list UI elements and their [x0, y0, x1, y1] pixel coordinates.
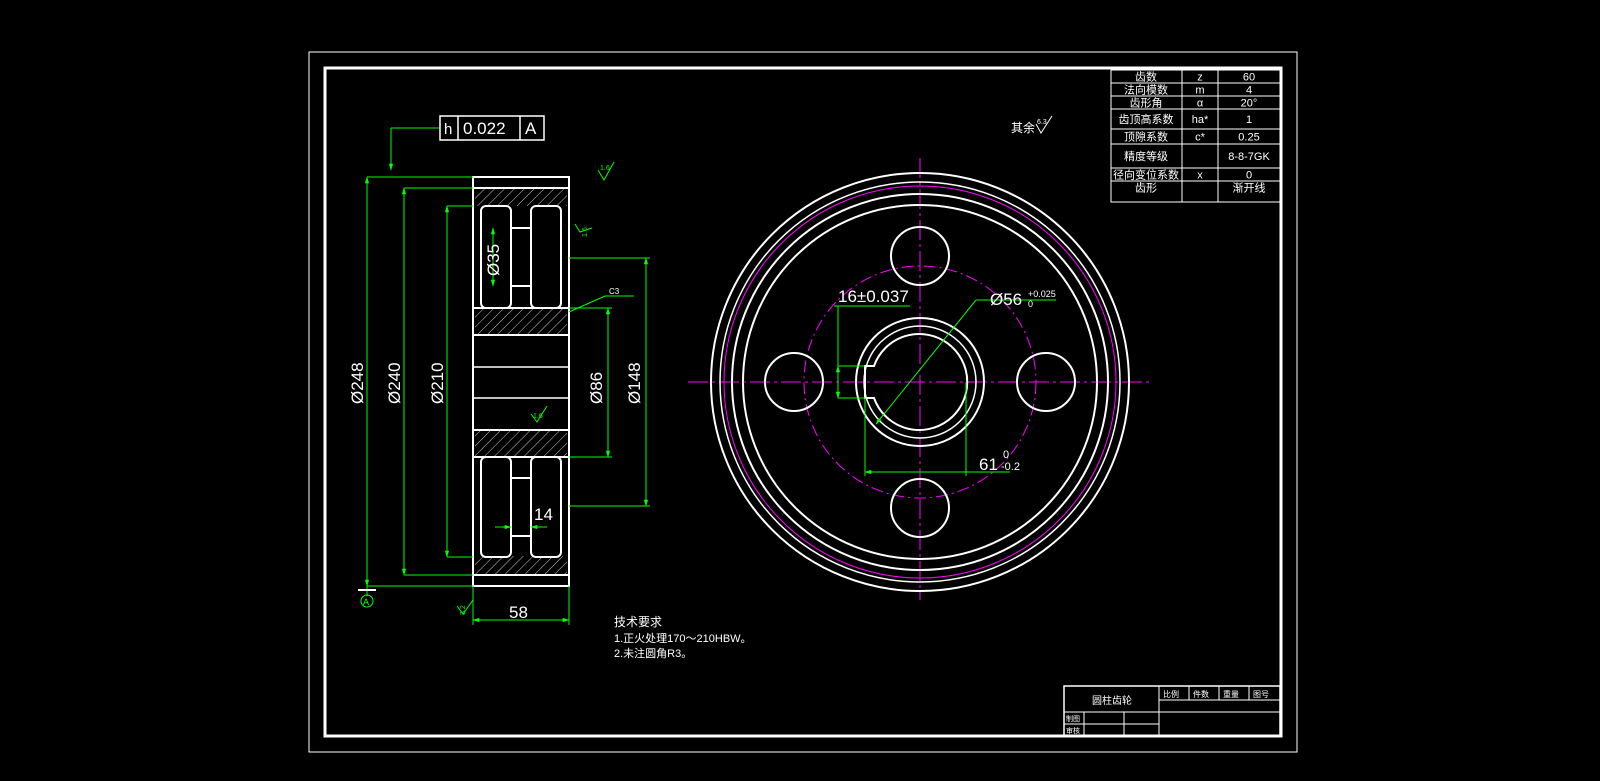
- gear-param-value: 4: [1246, 85, 1252, 97]
- tech-req-line2: 2.未注圆角R3。: [614, 646, 692, 660]
- dim-c3: C3: [609, 287, 620, 296]
- gear-param-symbol: α: [1197, 98, 1204, 110]
- section-view: [472, 176, 570, 587]
- title-block: [1063, 685, 1281, 737]
- title-col-drawing-no: 图号: [1253, 690, 1269, 699]
- outer-frame: [308, 51, 1298, 753]
- tolerance-symbol: h: [444, 121, 452, 138]
- gear-param-value: 0: [1246, 170, 1252, 182]
- title-part-name: 圆柱齿轮: [1092, 694, 1132, 707]
- dim-key-tol-upper: 0: [1003, 449, 1009, 461]
- dim-bore-tol-upper: +0.025: [1028, 289, 1056, 299]
- roughness-side: 1.6: [582, 227, 589, 237]
- dim-key-width: 16±0.037: [838, 287, 909, 306]
- title-col-weight: 重量: [1223, 689, 1239, 699]
- front-view: [688, 158, 1152, 600]
- dim-key-depth: 61: [979, 455, 998, 474]
- tech-req-title: 技术要求: [614, 615, 662, 629]
- gear-param-name: 顶隙系数: [1124, 130, 1168, 144]
- datum-label: A: [363, 597, 369, 607]
- side-dimension-lines: [358, 127, 650, 625]
- dim-w14: 14: [534, 505, 553, 524]
- dim-d148: Ø148: [625, 362, 644, 404]
- gear-param-name: 法向模数: [1124, 83, 1168, 97]
- dim-d240: Ø240: [385, 362, 404, 404]
- dim-w58: 58: [509, 603, 528, 622]
- title-checker: 审核: [1066, 726, 1080, 735]
- gear-param-value: 8-8-7GK: [1228, 151, 1270, 163]
- dim-d86: Ø86: [587, 372, 606, 404]
- gear-face-bottom: [472, 574, 570, 587]
- dim-d248: Ø248: [348, 362, 367, 404]
- gear-param-name: 径向变位系数: [1113, 168, 1179, 182]
- gear-param-value: 渐开线: [1233, 181, 1266, 195]
- gear-param-value: 20°: [1241, 98, 1258, 110]
- gear-param-name: 齿形: [1135, 182, 1157, 195]
- front-dimension-lines: [834, 299, 1056, 476]
- gear-param-symbol: x: [1197, 170, 1203, 182]
- tolerance-datum: A: [525, 119, 537, 138]
- global-roughness-icon: [1035, 115, 1053, 134]
- roughness-bottom: 3.2: [460, 605, 467, 615]
- dim-d210: Ø210: [428, 362, 447, 404]
- dim-bore-tol-lower: 0: [1028, 299, 1033, 309]
- roughness-top: 1.6: [600, 165, 610, 172]
- gear-param-name: 齿形角: [1130, 97, 1163, 110]
- tolerance-value: 0.022: [463, 119, 506, 138]
- dim-bore: Ø56: [990, 290, 1022, 309]
- global-roughness-prefix: 其余: [1011, 120, 1035, 135]
- gear-param-name: 齿数: [1135, 71, 1157, 84]
- title-designer: 制图: [1066, 714, 1080, 723]
- global-roughness-value: 6.3: [1037, 119, 1047, 126]
- title-col-qty: 件数: [1193, 689, 1209, 699]
- inner-frame: [323, 66, 1283, 738]
- gear-parameter-table: 齿数 z 60 法向模数 m 4 齿形角 α 20° 齿顶高系数 ha* 1 顶隙系数 c* 0.25 精度等…: [1110, 69, 1281, 203]
- gear-param-symbol: m: [1195, 85, 1204, 97]
- gear-param-name: 精度等级: [1124, 149, 1168, 163]
- gear-param-value: 1: [1246, 114, 1252, 126]
- gear-param-symbol: ha*: [1192, 114, 1209, 126]
- gear-face-top: [472, 176, 570, 189]
- gear-param-value: 0.25: [1238, 132, 1259, 144]
- gear-param-name: 齿顶高系数: [1119, 112, 1174, 126]
- gear-param-symbol: z: [1197, 72, 1203, 84]
- tolerance-frame: h 0.022 A: [439, 115, 545, 141]
- title-col-scale: 比例: [1163, 689, 1179, 699]
- dim-d35: Ø35: [484, 244, 503, 276]
- tech-req-line1: 1.正火处理170～210HBW。: [614, 632, 752, 645]
- roughness-web: 1.6: [533, 413, 543, 420]
- gear-param-value: 60: [1243, 72, 1255, 84]
- dim-key-tol-lower: -0.2: [1001, 461, 1020, 473]
- gear-param-symbol: c*: [1195, 132, 1206, 144]
